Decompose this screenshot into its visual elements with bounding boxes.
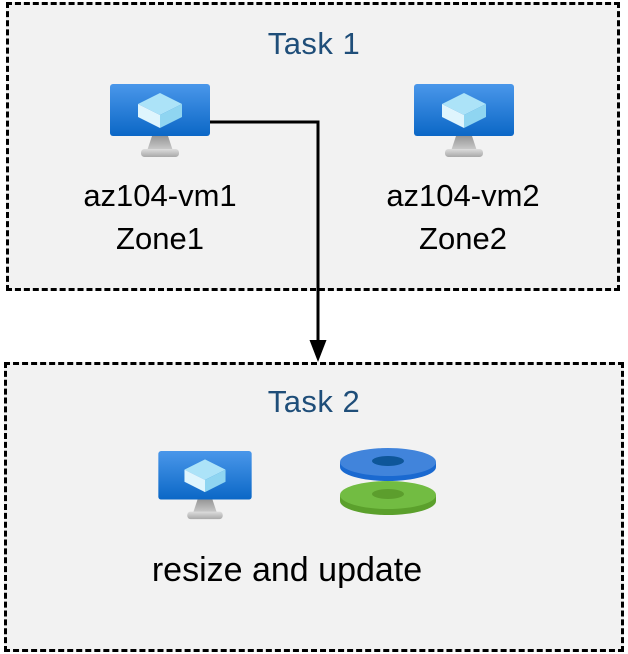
virtual-machine-icon (414, 84, 514, 157)
flow-arrowhead-icon (309, 340, 327, 362)
vm2-zone: Zone2 (419, 221, 507, 256)
vm1-zone: Zone1 (116, 221, 204, 256)
task1-title: Task 1 (267, 26, 361, 61)
task2-box (4, 362, 624, 652)
virtual-machine-icon (110, 84, 210, 157)
vm1-name: az104-vm1 (83, 178, 237, 213)
vm2-label: az104-vm2 Zone2 (363, 174, 563, 260)
vm1-label: az104-vm1 Zone1 (60, 174, 260, 260)
disks-icon (340, 448, 436, 515)
resize-caption: resize and update (151, 551, 423, 589)
virtual-machine-icon (158, 451, 252, 520)
task2-title: Task 2 (267, 384, 361, 419)
vm2-name: az104-vm2 (386, 178, 540, 213)
